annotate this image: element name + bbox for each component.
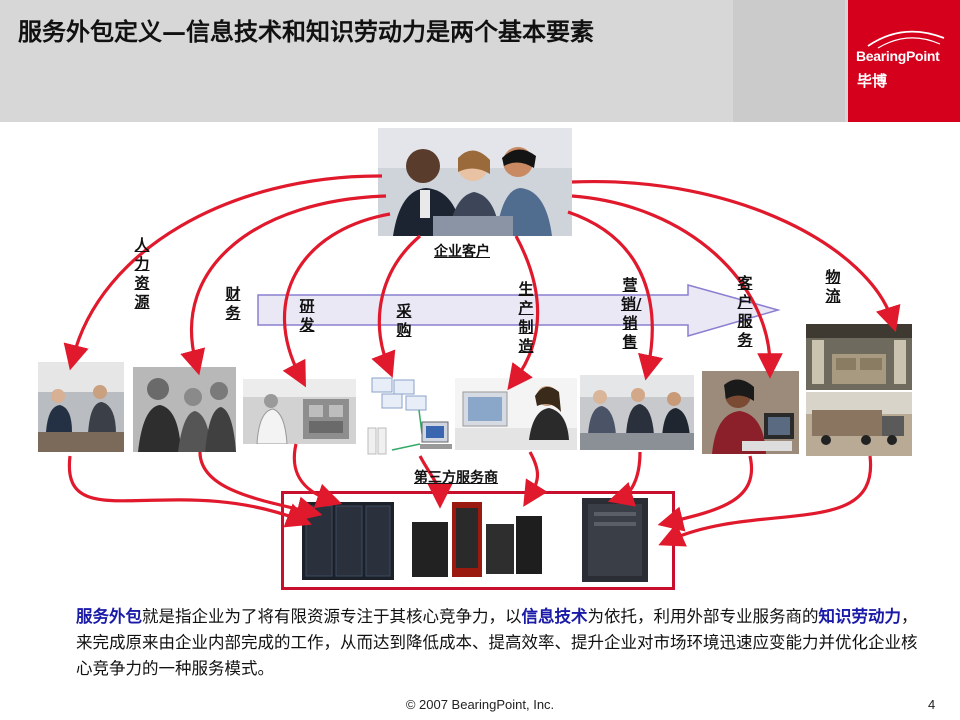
customer-service-photo [702,371,799,454]
function-label-finance: 财务 [225,285,241,322]
vendor-box [281,491,675,590]
term-knowledge-labor: 知识劳动力 [818,607,902,626]
purchasing-diagram [364,372,462,456]
warehouse-photo [806,324,912,390]
brand-logo: BearingPoint 毕博 [848,0,960,122]
truck-photo [806,392,912,456]
page-number: 4 [928,697,936,712]
function-label-logistics: 物流 [825,268,841,305]
para-text-1: 就是指企业为了将有限资源专注于其核心竞争力，以 [142,607,522,626]
para-text-3: ，来完成原来由企业内部完成的工作，从而达到降低成本、提高效率、提升企业对市场环境… [76,607,918,678]
definition-paragraph: 服务外包就是指企业为了将有限资源专注于其核心竞争力，以信息技术为依托，利用外部专… [76,604,922,682]
header-strip [733,0,845,122]
logo-cn: 毕博 [857,72,888,90]
manufacturing-photo [455,378,577,450]
function-label-customer-service: 客户服务 [737,274,753,349]
vendor-label: 第三方服务商 [414,470,498,486]
function-label-manufacturing: 生产制造 [518,280,534,355]
client-photo [378,128,572,236]
function-label-purchasing: 采购 [396,302,412,339]
client-label: 企业客户 [434,244,490,260]
logo-arc-icon [867,30,945,49]
logo-name: BearingPoint [856,48,940,64]
function-label-sales: 营销/销售 [621,276,642,351]
page-title: 服务外包定义—信息技术和知识劳动力是两个基本要素 [18,17,594,46]
function-label-rnd: 研发 [299,297,315,334]
sales-photo [580,375,694,450]
rnd-photo [243,379,356,444]
term-information-technology: 信息技术 [521,607,588,626]
term-service-outsourcing: 服务外包 [76,607,142,626]
footer-copyright: © 2007 BearingPoint, Inc. [405,697,555,712]
finance-photo [133,367,236,452]
function-label-hr: 人力资源 [134,236,150,311]
para-text-2: 为依托，利用外部专业服务商的 [587,607,819,626]
hr-photo [38,362,124,452]
